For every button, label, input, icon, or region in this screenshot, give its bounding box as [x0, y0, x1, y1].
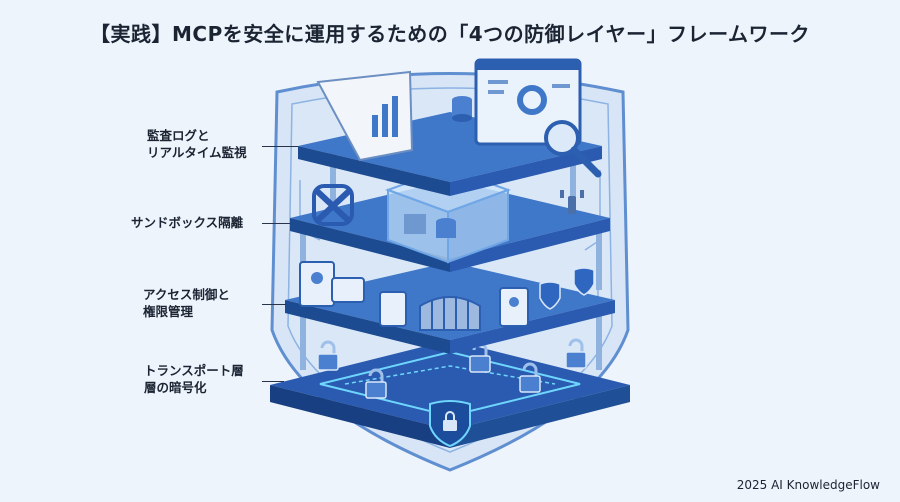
plug-icon: [560, 190, 584, 214]
knot-icon: [312, 184, 354, 226]
leader-sandbox: [262, 223, 290, 224]
support-posts: [300, 150, 602, 370]
leader-audit: [262, 146, 298, 147]
label-transport: トランスポート層 層の暗号化: [144, 363, 244, 395]
footer-credit: 2025 AI KnowledgeFlow: [736, 478, 880, 492]
label-sandbox: サンドボックス隔離: [131, 215, 244, 230]
gate-icon: [419, 296, 481, 331]
magnifier-icon: [544, 120, 602, 178]
page-title: 【実践】MCPを安全に運用するための「4つの防御レイヤー」フレームワーク: [90, 22, 810, 46]
leader-transport: [262, 381, 284, 382]
check-shield-icons: [539, 267, 595, 310]
document-scroll-icon: [316, 70, 414, 162]
label-audit: 監査ログと リアルタイム監視: [147, 128, 247, 160]
database-icon: [452, 96, 472, 122]
id-card-icons: [299, 261, 529, 327]
center-shield-lock-icon: [429, 400, 471, 448]
lock-icons: [317, 338, 587, 399]
label-access: アクセス制御と 権限管理: [143, 287, 230, 319]
platform-transport: [270, 340, 630, 448]
leader-access: [262, 304, 286, 305]
